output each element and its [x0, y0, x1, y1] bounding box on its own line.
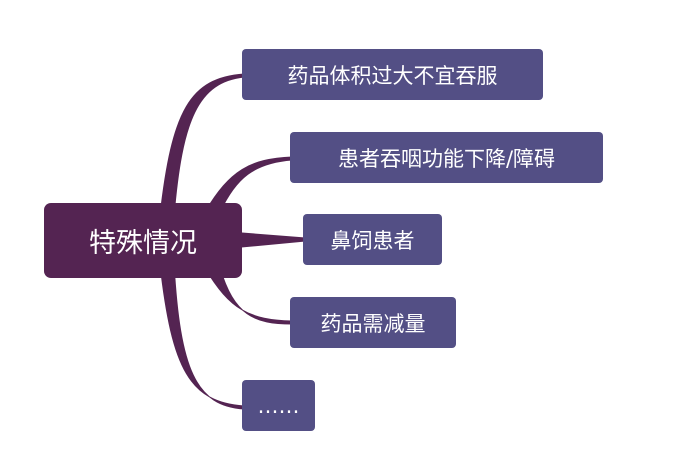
branch-node-label: 鼻饲患者 — [330, 228, 415, 253]
branch-node-label: 药品体积过大不宜吞服 — [287, 63, 498, 88]
branch-node-swallowing[interactable]: 患者吞咽功能下降/障碍 — [290, 132, 603, 183]
connector-branch-5 — [159, 263, 245, 410]
branch-node-label: 患者吞咽功能下降/障碍 — [337, 146, 556, 171]
root-node-label: 特殊情况 — [89, 228, 197, 259]
branch-node-nasal-feeding[interactable]: 鼻饲患者 — [303, 214, 442, 265]
branch-node-large-pill[interactable]: 药品体积过大不宜吞服 — [242, 49, 543, 100]
connector-branch-1 — [159, 73, 245, 217]
branch-node-label: …… — [257, 393, 300, 418]
connector-branch-3 — [241, 232, 306, 248]
root-node[interactable]: 特殊情况 — [44, 203, 242, 278]
branch-node-label: 药品需减量 — [320, 311, 426, 336]
branch-node-more[interactable]: …… — [242, 380, 315, 431]
branch-node-dose-reduction[interactable]: 药品需减量 — [290, 297, 456, 348]
